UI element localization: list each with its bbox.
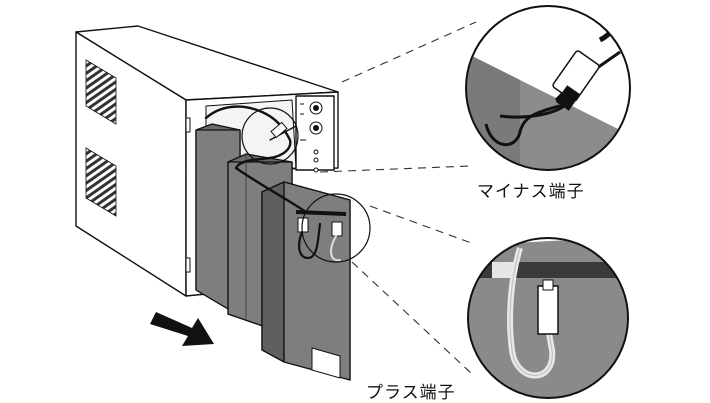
side-vents [85,59,117,217]
battery-cables [204,105,341,262]
zoom-plus-terminal [467,237,629,399]
zoom-minus-terminal [465,5,631,171]
plus-terminal-label: プラス端子 [366,383,456,403]
battery-front [261,181,351,381]
front-panel-buttons [185,101,323,273]
minus-terminal-label: マイナス端子 [477,182,585,202]
focus-circles [241,107,371,263]
callout-leaders [319,21,477,375]
arrow-left-down-icon [150,312,214,346]
